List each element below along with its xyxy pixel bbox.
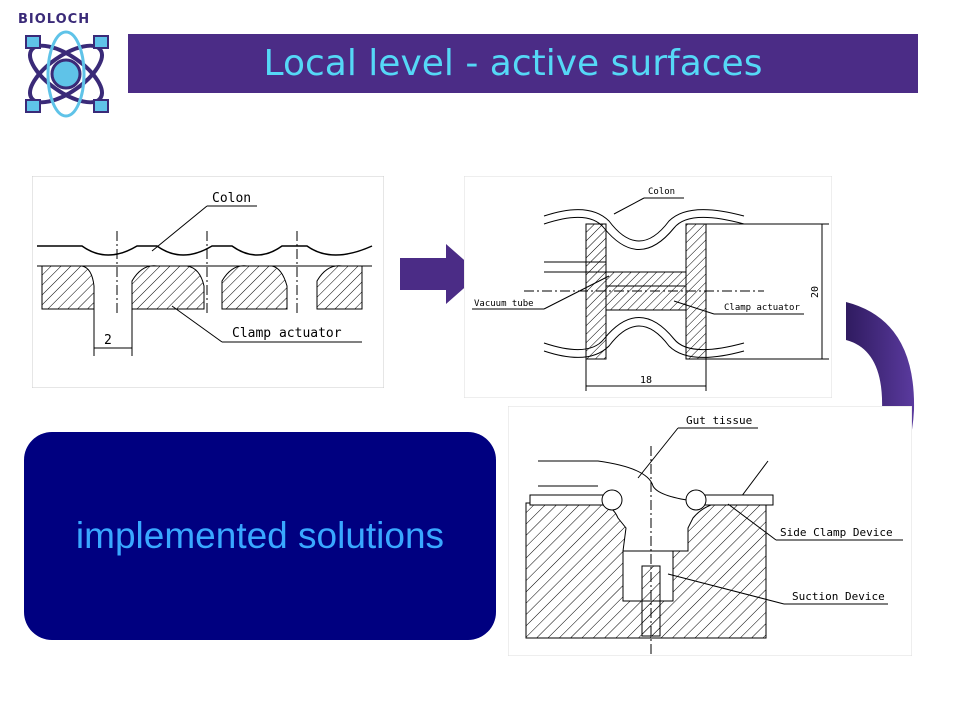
vacuum-tube-label: Vacuum tube	[474, 299, 534, 309]
colon-label: Colon	[212, 191, 251, 206]
dim-label-20: 20	[810, 286, 821, 298]
bioloch-logo: BIOLOCH	[8, 6, 120, 118]
vacuum-clamp-diagram: 20 18 Colon Vacuum tube Clamp actuator	[464, 176, 832, 398]
side-clamp-label: Side Clamp Device	[780, 526, 893, 539]
implemented-solutions-text: implemented solutions	[75, 515, 445, 556]
implemented-solutions-box: implemented solutions	[24, 432, 496, 640]
page-title: Local level - active surfaces	[263, 42, 763, 84]
title-bar: Local level - active surfaces	[128, 34, 918, 93]
atom-icon	[25, 30, 109, 118]
suction-device-label: Suction Device	[792, 590, 885, 603]
clamp-actuator-label-2: Clamp actuator	[724, 303, 800, 313]
arrow-right-icon	[400, 244, 480, 304]
clamp-actuator-diagram: 2 Colon Clamp actuator	[32, 176, 384, 388]
gut-tissue-label: Gut tissue	[686, 414, 752, 427]
dim-label-18: 18	[640, 375, 652, 386]
dim-label-2: 2	[104, 333, 112, 348]
clamp-actuator-label: Clamp actuator	[232, 326, 342, 341]
suction-device-diagram: Gut tissue Side Clamp Device Suction Dev…	[508, 406, 912, 656]
logo-text: BIOLOCH	[18, 12, 91, 27]
colon-label-2: Colon	[648, 187, 675, 197]
